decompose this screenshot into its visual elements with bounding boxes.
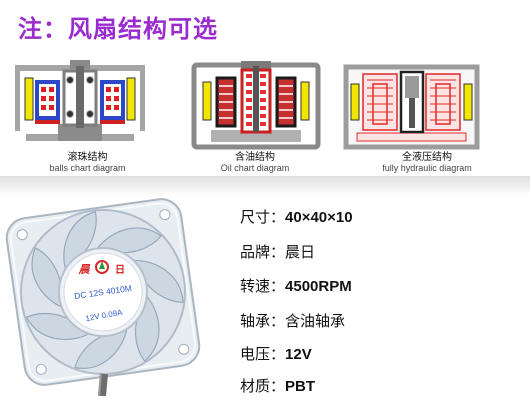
coil-right	[425, 73, 461, 131]
spec-label: 电压：	[240, 346, 286, 363]
shaft	[253, 66, 259, 132]
caption-cn: 含油结构	[235, 152, 275, 163]
fan-cable	[98, 373, 108, 396]
shaft	[76, 66, 84, 128]
caption-en: Oil chart diagram	[220, 163, 290, 173]
spec-speed: 转速：4500RPM	[240, 278, 352, 296]
spec-bearing: 轴承：含油轴承	[240, 313, 345, 331]
coil-right	[100, 80, 125, 124]
spec-value: 含油轴承	[285, 313, 346, 330]
spec-material: 材质：PBT	[240, 378, 315, 396]
mount-hole	[16, 229, 28, 241]
caption-oil-bearing: 含油结构 Oil chart diagram	[190, 152, 320, 174]
logo-char-right: 日	[115, 264, 125, 276]
spec-value: PBT	[285, 378, 316, 395]
spec-label: 转速：	[240, 278, 286, 295]
ball-bearing-diagram	[15, 60, 145, 141]
spec-value: 12V	[285, 346, 312, 363]
coil-left	[215, 76, 237, 128]
fan-hub	[58, 247, 148, 337]
caption-en: fully hydraulic diagram	[382, 163, 472, 173]
caption-hydraulic: 全液压结构 fully hydraulic diagram	[362, 152, 492, 174]
spec-brand: 品牌：晨日	[240, 244, 315, 262]
page-title: 注：风扇结构可选	[18, 14, 218, 43]
spec-value: 4500RPM	[285, 278, 352, 295]
mount-hole	[35, 363, 47, 375]
caption-ball-bearing: 滚珠结构 balls chart diagram	[20, 152, 155, 174]
caption-cn: 滚珠结构	[67, 152, 108, 163]
spec-voltage: 电压：12V	[240, 346, 312, 364]
fan-photo: 晨 日 DC 12S 4010M 12V 0.09A	[5, 198, 201, 396]
divider-band	[0, 176, 530, 196]
magnet-right	[463, 83, 473, 121]
coil-left	[362, 73, 398, 131]
magnet-left	[350, 83, 360, 121]
magnet-left	[24, 77, 34, 121]
spec-size: 尺寸：40×40×10	[240, 209, 353, 227]
spec-label: 尺寸：	[240, 209, 286, 226]
magnet-left	[202, 81, 212, 121]
magnet-right	[300, 81, 310, 121]
spec-label: 材质：	[240, 378, 286, 395]
ball-bearings	[66, 76, 94, 118]
caption-cn: 全液压结构	[402, 152, 452, 163]
brand-logo: 晨 日	[78, 260, 125, 276]
oil-bearing-diagram	[191, 61, 321, 150]
coil-right	[275, 76, 297, 128]
spec-value: 晨日	[285, 244, 316, 261]
logo-char-left: 晨	[78, 263, 91, 276]
shaft	[409, 98, 415, 128]
caption-en: balls chart diagram	[49, 163, 126, 173]
magnet-right	[126, 77, 136, 121]
coil-left	[35, 80, 60, 124]
mount-hole	[159, 209, 171, 221]
spec-value: 40×40×10	[285, 209, 353, 226]
spec-label: 品牌：	[240, 244, 286, 261]
mount-hole	[178, 343, 190, 355]
spec-label: 轴承：	[240, 313, 286, 330]
hydraulic-bearing-diagram	[343, 64, 480, 150]
